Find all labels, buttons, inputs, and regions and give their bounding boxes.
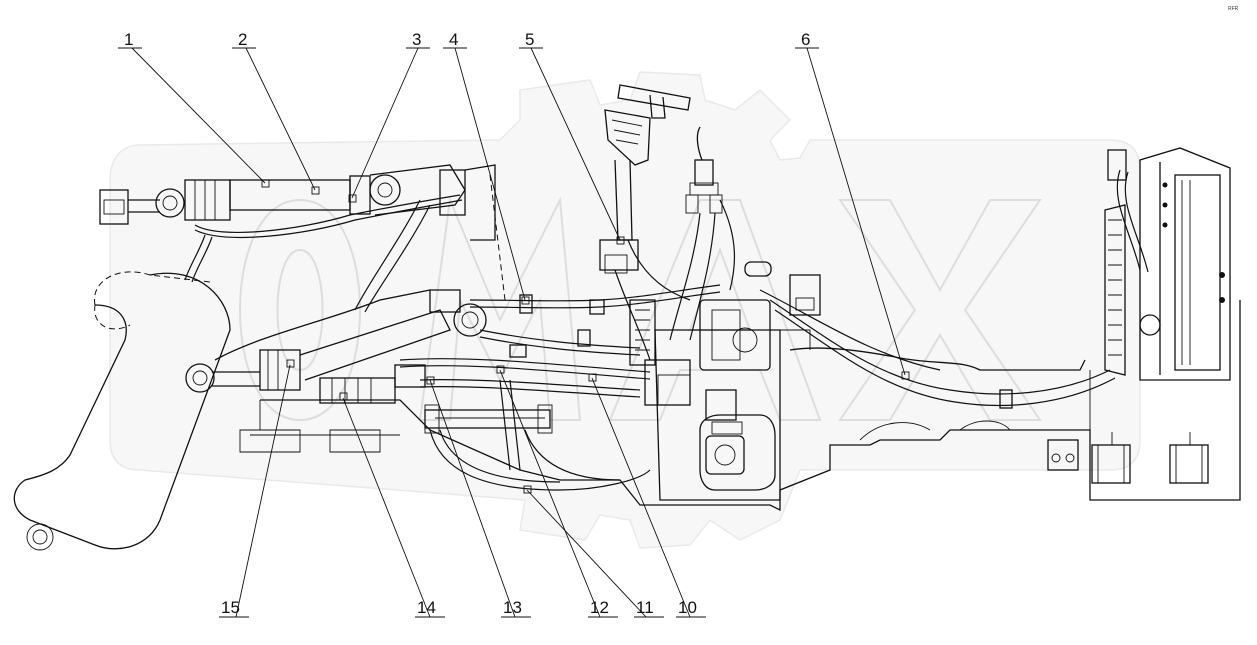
hose-fitting [509,344,527,358]
joystick-lever [696,126,703,161]
hose-clamp-rear [999,389,1013,409]
callout-label-2: 2 [238,30,247,49]
callout-label-3: 3 [412,30,421,49]
callout-label-15: 15 [221,598,240,617]
tilt-cylinder-pivot [369,174,401,206]
lift-cylinder-pivot [185,363,215,393]
distributor-valve [319,377,396,404]
engine-hood-block [1139,147,1231,381]
upper-bracket [464,164,496,241]
hydraulic-hoses [184,169,1149,491]
operator-controls [599,84,723,274]
coolant-cap [1107,149,1127,181]
callout-label-11: 11 [636,598,654,617]
callout-label-5: 5 [525,30,534,49]
front-valve-block [319,294,605,404]
watermark [109,71,1141,549]
cooler-fan-hub [1139,314,1161,336]
joystick-valve [694,159,714,186]
callout-label-13: 13 [503,598,522,617]
watermark-letter-x [838,199,1042,421]
filter-housing [789,274,821,316]
callouts-top: 1 2 3 4 5 6 [118,30,906,376]
cylinders [99,164,553,434]
watermark-gear [109,71,1141,549]
tank-window [699,414,776,491]
breather-cap [744,261,772,277]
callout-label-4: 4 [449,30,458,49]
gear-pump-body [705,389,737,421]
front-hitch-block [239,429,301,453]
lift-arm-pin [26,523,54,551]
callout-label-14: 14 [417,598,436,617]
steering-unit [599,239,639,271]
cooling-system [1104,147,1231,381]
valve-stack [629,299,656,366]
steering-column-cover [604,109,651,166]
oil-cooler [1104,204,1126,376]
callout-label-12: 12 [590,598,609,617]
callout-label-10: 10 [678,598,697,617]
tilt-cylinder-eye [155,188,185,218]
callout-markers [261,179,910,494]
tilt-cylinder-rod-end [99,189,129,225]
rear-mounts [1047,432,1209,484]
left-mount-block [1047,439,1079,471]
right-mount-block [1169,444,1209,484]
relief-valve [394,364,426,388]
lift-cylinder-head [259,349,301,391]
center-mount-block [1091,444,1131,484]
corner-stamp: RFR [1228,6,1239,12]
steering-wheel [617,84,691,111]
callout-label-6: 6 [801,30,810,49]
priority-valve [699,299,771,371]
callout-label-1: 1 [124,30,133,49]
hydraulic-tank-area [629,261,821,501]
lift-cylinder-rod-eye [453,303,487,337]
hydraulic-pump [705,435,745,475]
radiator-core [1174,174,1221,371]
rear-frame-plate [260,300,1241,512]
lift-arm [13,272,231,550]
callouts-bottom: 15 14 13 12 11 10 [219,364,706,618]
front-frame-dashed-outline [94,271,211,306]
lift-cylinder-barrel [299,309,451,381]
